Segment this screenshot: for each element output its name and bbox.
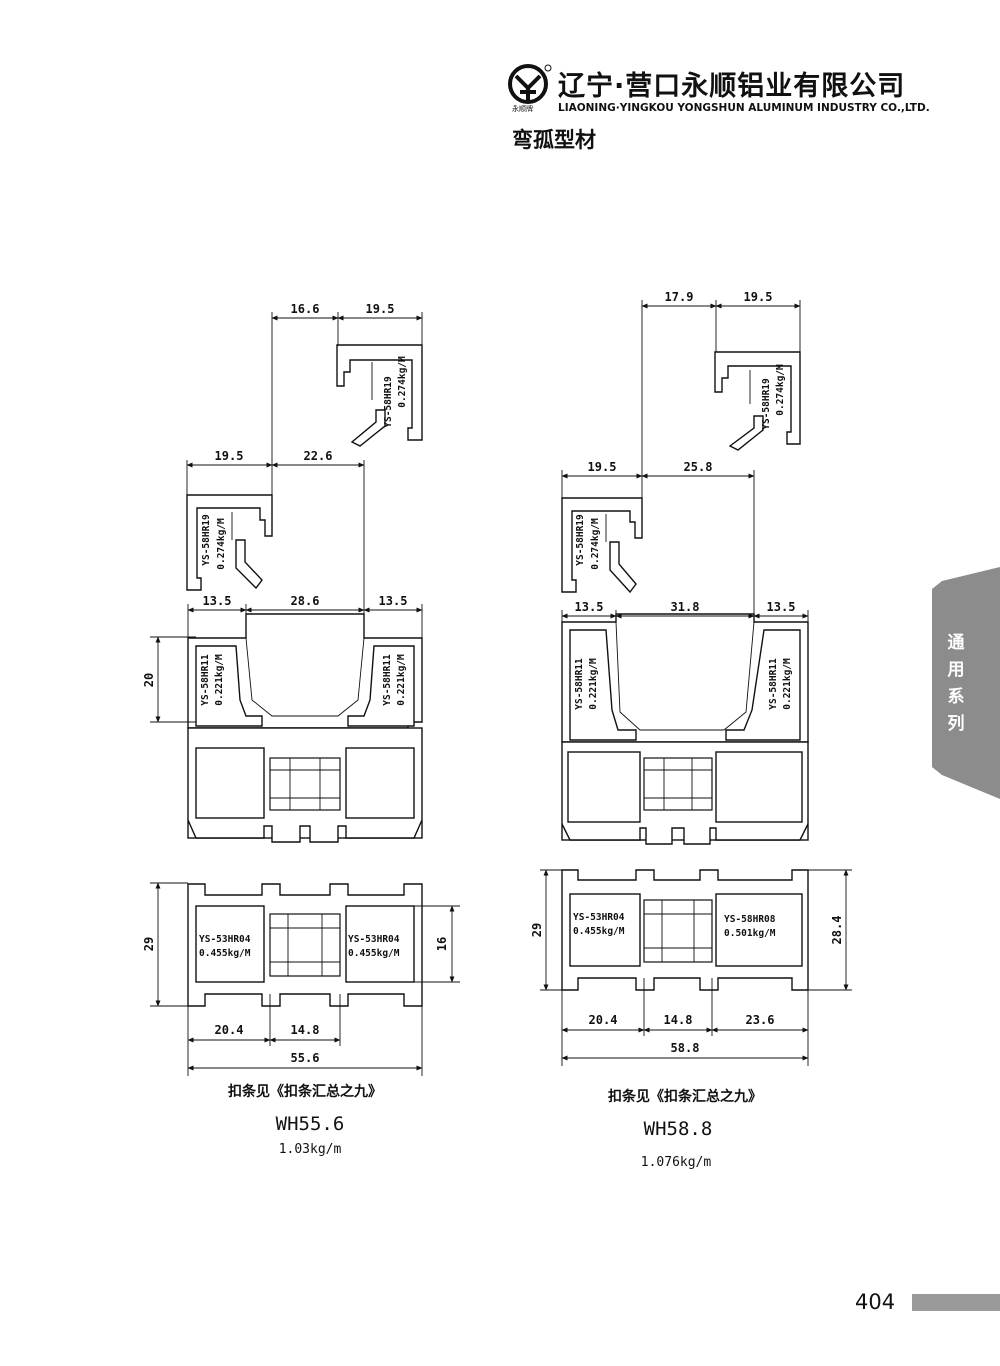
right-label-sash-right: YS-58HR11 — [768, 658, 779, 710]
left-label-sash-left: YS-58HR11 — [200, 654, 211, 706]
right-label-sash-right-weight: 0.221kg/M — [782, 658, 793, 710]
right-caption: 扣条见《扣条汇总之九》 — [608, 1088, 762, 1105]
left-label-bead-top: YS-58HR19 — [383, 376, 394, 428]
left-weight: 1.03kg/m — [279, 1142, 342, 1157]
company-name-en: LIAONING·YINGKOU YONGSHUN ALUMINUM INDUS… — [558, 102, 930, 114]
left-dim-v-frame-left: 29 — [142, 937, 156, 951]
right-dim-bottom-1: 20.4 — [589, 1013, 618, 1027]
right-label-bead-mid-weight: 0.274kg/M — [590, 518, 601, 570]
right-dim-total: 58.8 — [671, 1041, 700, 1055]
left-caption: 扣条见《扣条汇总之九》 — [228, 1083, 382, 1100]
page-number: 404 — [855, 1290, 896, 1314]
left-top-bead — [336, 344, 423, 447]
right-frame-lower — [561, 869, 809, 991]
left-frame-lower — [187, 883, 423, 1007]
left-dim-sash-3: 13.5 — [379, 594, 408, 608]
left-dim-sash-1: 13.5 — [203, 594, 232, 608]
right-dim-sash-1: 13.5 — [575, 600, 604, 614]
left-label-sash-right-weight: 0.221kg/M — [396, 654, 407, 706]
right-dim-bottom-3: 23.6 — [746, 1013, 775, 1027]
right-label-frame-right-weight: 0.501kg/M — [724, 928, 776, 939]
left-label-frame-right: YS-53HR04 — [348, 934, 400, 945]
right-dim-v-frame-left: 29 — [530, 923, 544, 937]
left-dim-v-frame-right: 16 — [435, 937, 449, 951]
right-frame-upper — [561, 741, 809, 845]
series-tab-label: 通用系列 — [947, 633, 965, 734]
right-dim-top-2: 19.5 — [744, 290, 773, 304]
left-assembly: 16.6 19.5 19.5 22.6 13.5 28.6 13.5 20 29… — [142, 302, 460, 1157]
right-model: WH58.8 — [644, 1118, 713, 1140]
right-label-bead-top: YS-58HR19 — [761, 378, 772, 430]
right-dim-v-frame-right: 28.4 — [830, 916, 844, 945]
right-dimensions — [540, 300, 852, 1066]
left-dim-total: 55.6 — [291, 1051, 320, 1065]
page-number-bar — [912, 1294, 1000, 1311]
right-label-frame-right: YS-58HR08 — [724, 914, 776, 925]
left-label-frame-left-weight: 0.455kg/M — [199, 948, 251, 959]
right-dim-sash-2: 31.8 — [671, 600, 700, 614]
left-dimensions — [150, 312, 460, 1076]
left-dim-v-sash: 20 — [142, 673, 156, 687]
left-dim-bottom-2: 14.8 — [291, 1023, 320, 1037]
left-label-bead-mid-weight: 0.274kg/M — [216, 518, 227, 570]
right-label-sash-left: YS-58HR11 — [574, 658, 585, 710]
left-dim-bottom-1: 20.4 — [215, 1023, 244, 1037]
left-dim-top-1: 16.6 — [291, 302, 320, 316]
right-dim-top-1: 17.9 — [665, 290, 694, 304]
company-header: 永顺牌 辽宁·营口永顺铝业有限公司 LIAONING·YINGKOU YONGS… — [508, 62, 938, 152]
left-label-sash-left-weight: 0.221kg/M — [214, 654, 225, 706]
right-weight: 1.076kg/m — [641, 1155, 712, 1170]
left-label-frame-left: YS-53HR04 — [199, 934, 251, 945]
left-dim-top-2: 19.5 — [366, 302, 395, 316]
right-label-frame-left: YS-53HR04 — [573, 912, 625, 923]
right-top-bead — [714, 351, 801, 451]
right-dim-mid-1: 19.5 — [588, 460, 617, 474]
left-label-frame-right-weight: 0.455kg/M — [348, 948, 400, 959]
left-mid-bead — [186, 494, 273, 591]
left-label-bead-top-weight: 0.274kg/M — [397, 356, 408, 408]
left-label-bead-mid: YS-58HR19 — [201, 514, 212, 566]
left-dim-mid-2: 22.6 — [304, 449, 333, 463]
left-label-sash-right: YS-58HR11 — [382, 654, 393, 706]
right-dim-bottom-2: 14.8 — [664, 1013, 693, 1027]
logo-subtext: 永顺牌 — [512, 105, 533, 113]
right-dim-sash-3: 13.5 — [767, 600, 796, 614]
series-side-tab — [932, 567, 1000, 799]
right-label-bead-mid: YS-58HR19 — [575, 514, 586, 566]
page-subtitle: 弯孤型材 — [512, 128, 596, 152]
left-model: WH55.6 — [276, 1113, 345, 1135]
company-logo-icon — [508, 64, 552, 104]
right-label-bead-top-weight: 0.274kg/M — [775, 364, 786, 416]
company-name-cn: 辽宁·营口永顺铝业有限公司 — [558, 71, 906, 102]
right-label-sash-left-weight: 0.221kg/M — [588, 658, 599, 710]
right-dim-mid-2: 25.8 — [684, 460, 713, 474]
left-frame-upper — [187, 727, 423, 843]
right-sash-profile — [561, 613, 809, 743]
left-dim-sash-2: 28.6 — [291, 594, 320, 608]
right-mid-bead — [561, 497, 643, 594]
right-label-frame-left-weight: 0.455kg/M — [573, 926, 625, 937]
left-dim-mid-1: 19.5 — [215, 449, 244, 463]
right-assembly: 17.9 19.5 19.5 25.8 13.5 31.8 13.5 29 28… — [530, 290, 852, 1170]
